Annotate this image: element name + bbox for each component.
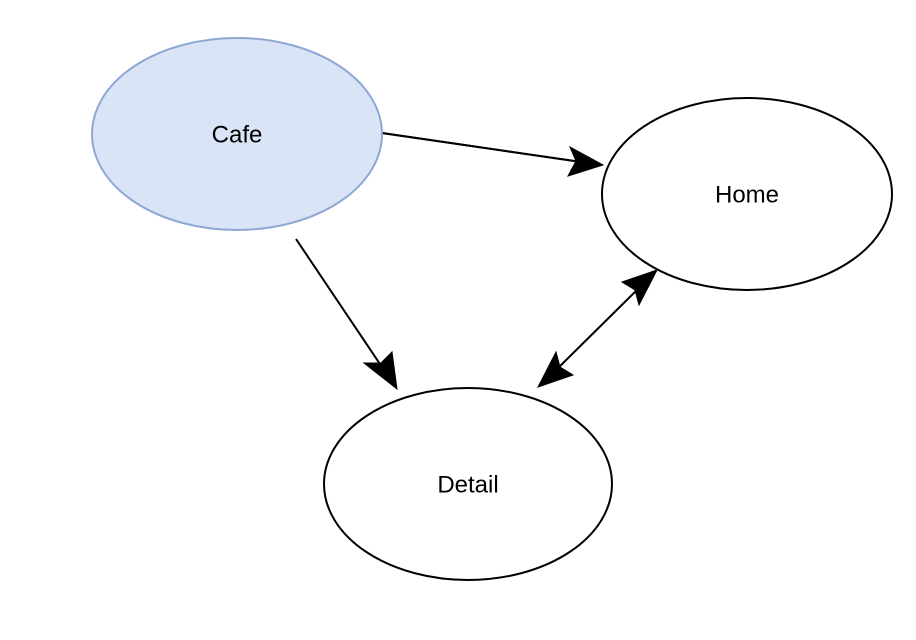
node-layer: Cafe Home Detail: [91, 37, 893, 581]
edge-detail-to-home-arrowhead-start: [536, 350, 575, 388]
edge-cafe-to-detail-arrowhead: [362, 350, 398, 391]
node-home-label: Home: [715, 181, 779, 208]
edge-cafe-to-home-line-b: [381, 132, 589, 164]
edge-cafe-to-home[interactable]: [381, 132, 605, 177]
edge-detail-to-home-arrowhead-end: [620, 269, 659, 307]
edge-detail-to-home-line: [552, 283, 644, 374]
node-cafe[interactable]: Cafe: [91, 37, 383, 231]
node-home[interactable]: Home: [601, 97, 893, 291]
node-detail-ellipse[interactable]: [323, 387, 613, 581]
edge-layer: [295, 132, 659, 391]
node-detail-label: Detail: [437, 471, 498, 498]
node-cafe-label: Cafe: [212, 121, 263, 148]
edge-cafe-to-home-arrowhead: [566, 145, 605, 177]
node-home-ellipse[interactable]: [601, 97, 893, 291]
edge-cafe-to-detail-line: [295, 238, 385, 371]
node-detail[interactable]: Detail: [323, 387, 613, 581]
edge-cafe-to-detail[interactable]: [295, 238, 398, 391]
node-cafe-ellipse[interactable]: [91, 37, 383, 231]
edge-detail-to-home[interactable]: [536, 269, 659, 388]
